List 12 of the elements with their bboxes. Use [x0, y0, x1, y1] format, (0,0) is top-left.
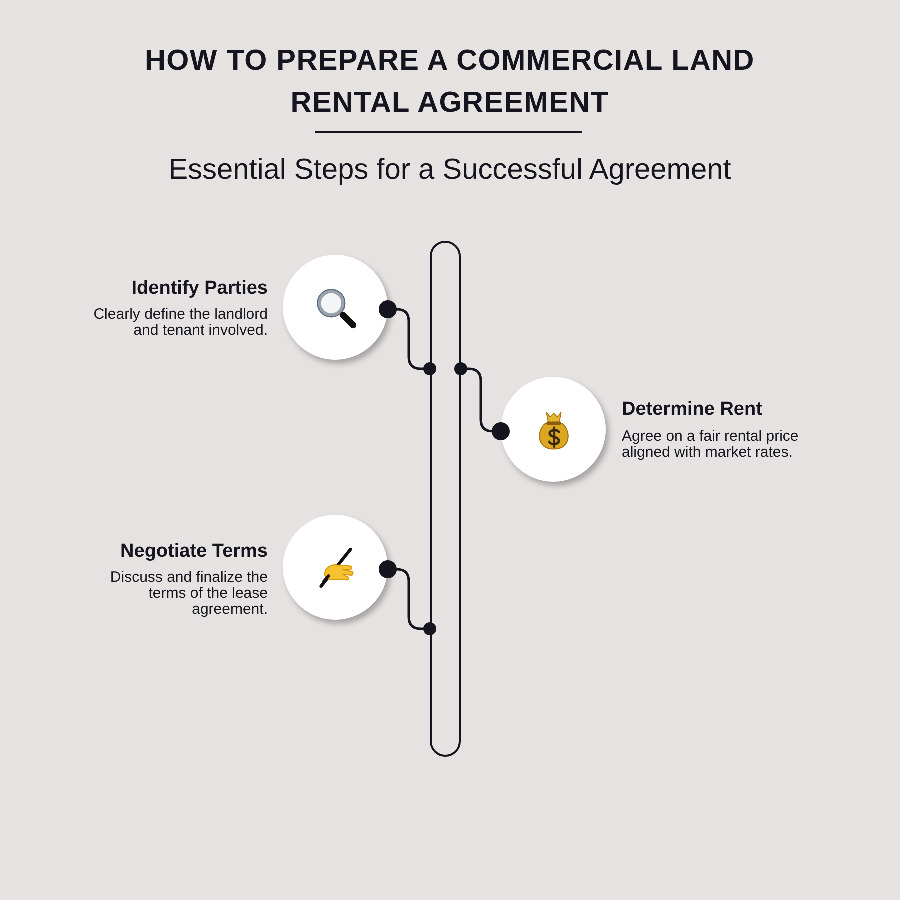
- title: HOW TO PREPARE A COMMERCIAL LAND RENTAL AGREEMENT: [144, 44, 756, 121]
- subtitle: Essential Steps for a Successful Agreement: [168, 153, 732, 188]
- connector-line: [379, 300, 436, 376]
- step-description: Clearly define the landlord and tenant involved.: [92, 307, 268, 339]
- connector-line: [454, 362, 510, 440]
- connector-line: [379, 560, 436, 636]
- step-description: Discuss and finalize the terms of the lease agreement.: [109, 570, 268, 618]
- track-outline: [430, 241, 461, 757]
- step-heading: Identify Parties: [130, 278, 268, 300]
- step-description: Agree on a fair rental price aligned with market rates.: [622, 429, 800, 461]
- step-heading: Negotiate Terms: [120, 541, 268, 563]
- step-heading: Determine Rent: [622, 399, 764, 421]
